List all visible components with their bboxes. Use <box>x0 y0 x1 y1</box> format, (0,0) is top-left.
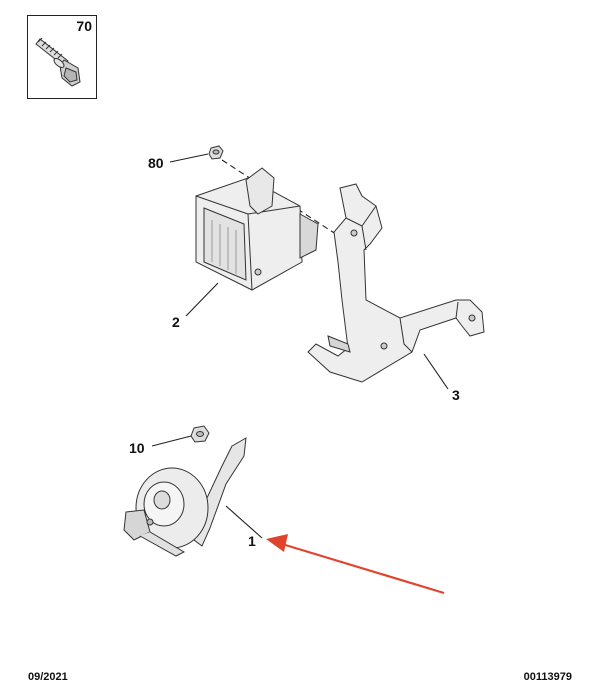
leader-line-80 <box>169 153 209 163</box>
part-label-70: 70 <box>76 18 92 34</box>
bolt-icon <box>35 37 81 87</box>
highlight-arrow <box>266 534 445 595</box>
leader-line-1 <box>225 505 263 539</box>
bracket-icon <box>307 183 485 383</box>
horn-icon <box>123 437 247 557</box>
footer-reference: 00113979 <box>523 671 572 683</box>
leader-line-3 <box>423 353 449 390</box>
nut-80-icon <box>208 145 224 160</box>
part-label-3: 3 <box>452 387 460 403</box>
part-label-1: 1 <box>248 533 256 549</box>
part-label-80: 80 <box>148 155 164 171</box>
actuator-icon <box>195 167 319 291</box>
nut-10-icon <box>190 425 210 443</box>
leader-line-2 <box>185 282 219 317</box>
bolt-inset-box: 70 <box>27 15 97 99</box>
footer-date: 09/2021 <box>28 671 68 683</box>
part-label-2: 2 <box>172 314 180 330</box>
leader-line-10 <box>151 435 192 447</box>
part-label-10: 10 <box>129 440 145 456</box>
